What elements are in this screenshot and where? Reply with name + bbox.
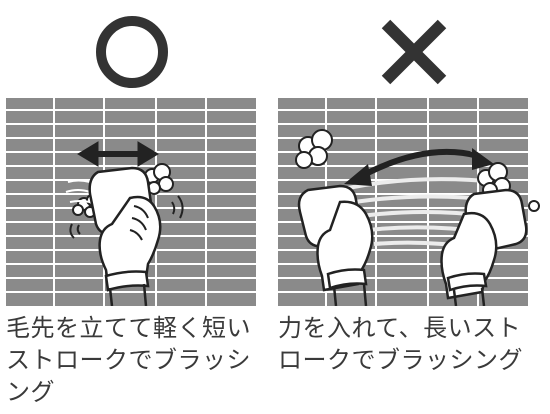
cross-x-icon [374,12,454,92]
wrong-method-panel: 力を入れて、長いストロークでブラッシング [278,0,550,414]
wrong-method-caption: 力を入れて、長いストロークでブラッシング [278,312,533,376]
long-stroke-brushing-illustration [278,98,550,306]
correct-method-caption: 毛先を立てて軽く短いストロークでブラッシング [6,312,261,408]
correct-method-panel: 毛先を立てて軽く短いストロークでブラッシング [0,0,268,414]
circle-o-icon [92,12,172,92]
short-stroke-brushing-illustration [6,98,256,306]
